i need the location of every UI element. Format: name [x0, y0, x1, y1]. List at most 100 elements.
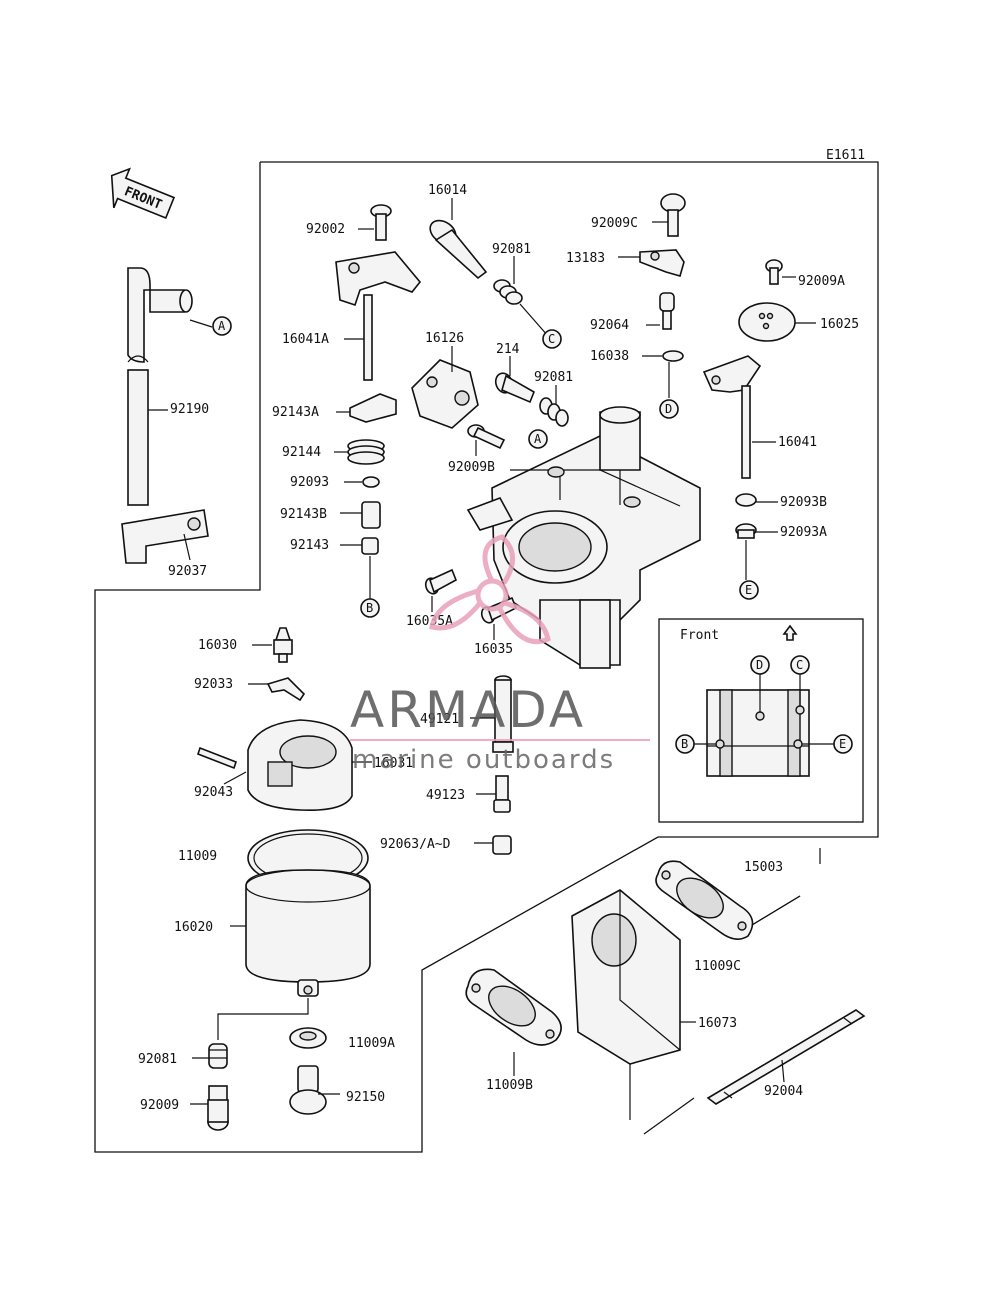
part-label-92009C: 92009C — [591, 216, 638, 231]
screw-92009B — [467, 424, 506, 450]
up-arrow-icon — [782, 624, 798, 641]
part-label-16073: 16073 — [698, 1016, 737, 1031]
ref-circle-A-body: A — [528, 429, 548, 449]
screw-92009A — [765, 259, 783, 285]
bracket-92037 — [121, 509, 209, 564]
ref-circle-E-inset: E — [833, 734, 853, 754]
part-label-92190: 92190 — [170, 402, 209, 417]
part-label-92002: 92002 — [306, 222, 345, 237]
screw-92009 — [207, 1085, 229, 1131]
part-label-16035: 16035 — [474, 642, 513, 657]
part-label-92143: 92143 — [290, 538, 329, 553]
part-label-16041: 16041 — [778, 435, 817, 450]
part-label-92004: 92004 — [764, 1084, 803, 1099]
inset-label: Front — [680, 628, 719, 643]
ref-letter: B — [366, 601, 373, 615]
watermark-brand: ARMADA — [350, 681, 586, 739]
screw-92009C — [660, 193, 686, 237]
ref-circle-E-right: E — [739, 580, 759, 600]
diagram-code: E1611 — [826, 148, 865, 163]
float-16031 — [247, 719, 353, 812]
pin-92043 — [197, 746, 237, 770]
spring-92144 — [347, 439, 385, 465]
part-label-92009A: 92009A — [798, 274, 845, 289]
ref-letter: C — [548, 332, 555, 346]
part-label-92093: 92093 — [290, 475, 329, 490]
collar-92143B — [361, 501, 381, 529]
part-label-11009B: 11009B — [486, 1078, 533, 1093]
part-label-16014: 16014 — [428, 183, 467, 198]
part-label-92064: 92064 — [590, 318, 629, 333]
part-label-16020: 16020 — [174, 920, 213, 935]
ref-letter: A — [218, 319, 226, 333]
part-label-11009C: 11009C — [694, 959, 741, 974]
part-label-92143B: 92143B — [280, 507, 327, 522]
oring-16038 — [662, 350, 684, 362]
part-label-16126: 16126 — [425, 331, 464, 346]
part-label-92009: 92009 — [140, 1098, 179, 1113]
carburetor-body-15003 — [466, 406, 701, 669]
part-label-92043: 92043 — [194, 785, 233, 800]
spring-92081-mid — [539, 397, 569, 427]
part-label-92093B: 92093B — [780, 495, 827, 510]
propeller-logo-icon — [429, 534, 551, 645]
part-label-92093A: 92093A — [780, 525, 827, 540]
ref-circle-B-inset: B — [675, 734, 695, 754]
ref-letter: D — [756, 658, 763, 672]
screw-16014 — [429, 219, 488, 280]
washer-92093B — [735, 493, 757, 507]
watermark-tagline: marine outboards — [352, 745, 615, 775]
screw-214 — [494, 372, 536, 404]
emulsion-tube-49121 — [492, 675, 514, 753]
part-label-92144: 92144 — [282, 445, 321, 460]
part-label-92150: 92150 — [346, 1090, 385, 1105]
insulator-16073 — [571, 889, 681, 1120]
part-label-13183: 13183 — [566, 251, 605, 266]
part-label-92081: 92081 — [138, 1052, 177, 1067]
screw-92064 — [659, 292, 675, 330]
ref-letter: E — [839, 737, 846, 751]
part-label-92009B: 92009B — [448, 460, 495, 475]
diagram-frame — [94, 161, 879, 1153]
spring-92081-upper — [493, 279, 523, 305]
armada-watermark: ARMADA marine outboards — [350, 534, 650, 775]
plate-16126 — [411, 359, 479, 429]
part-label-16025: 16025 — [820, 317, 859, 332]
jet-16035 — [480, 596, 518, 624]
jet-49123 — [493, 775, 511, 813]
needle-16030 — [273, 627, 293, 663]
plate-16025 — [738, 302, 796, 342]
washer-11009A — [289, 1027, 327, 1049]
ref-circle-A-tube: A — [212, 316, 232, 336]
ref-letter: C — [796, 658, 803, 672]
part-label-92143A: 92143A — [272, 405, 319, 420]
ref-letter: D — [665, 402, 672, 416]
lever-16041 — [702, 355, 762, 479]
ref-circle-D-inset: D — [750, 655, 770, 675]
part-label-92081: 92081 — [492, 242, 531, 257]
part-labels: 16014 92002 92081 92009C 13183 92009A 16… — [138, 183, 859, 1113]
washer-92093A — [735, 523, 757, 539]
fuel-tube-92190 — [127, 267, 193, 506]
part-label-16038: 16038 — [590, 349, 629, 364]
part-label-16031: 16031 — [374, 756, 413, 771]
part-label-49121: 49121 — [420, 712, 459, 727]
stud-92004 — [706, 1009, 866, 1105]
jet-16035A — [424, 568, 458, 595]
ref-circle-C-spring: C — [542, 329, 562, 349]
gasket-11009C — [655, 860, 754, 940]
ref-letter: B — [681, 737, 688, 751]
part-label-92063: 92063/A~D — [380, 837, 451, 852]
bolt-92150 — [289, 1065, 327, 1115]
part-label-15003: 15003 — [744, 860, 783, 875]
part-label-16030: 16030 — [198, 638, 237, 653]
front-direction-arrow: FRONT — [110, 167, 176, 220]
part-label-11009A: 11009A — [348, 1036, 395, 1051]
washer-92093 — [362, 476, 380, 488]
part-label-92037: 92037 — [168, 564, 207, 579]
ref-circle-C-inset: C — [790, 655, 810, 675]
clip-92033 — [266, 677, 306, 702]
bracket-92143A — [349, 393, 397, 423]
ref-circle-D-right: D — [659, 399, 679, 419]
